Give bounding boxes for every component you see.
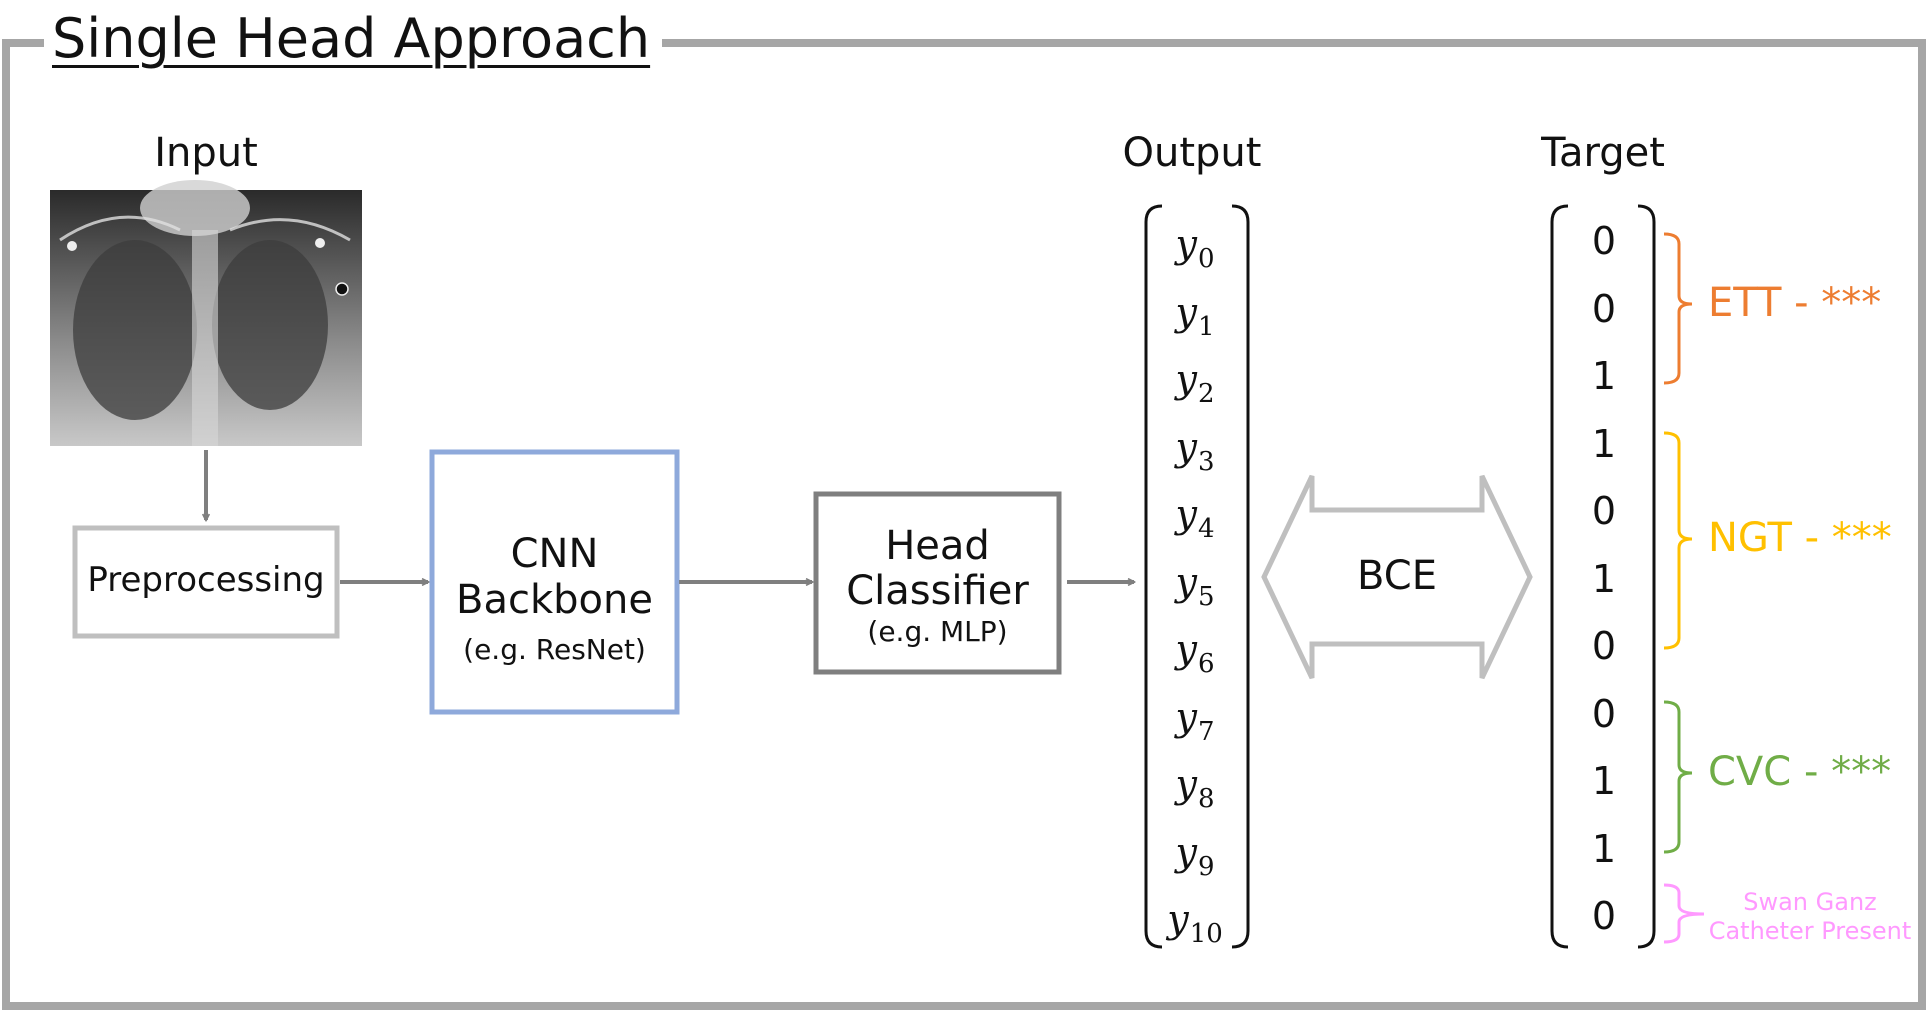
output-element: y9 — [1175, 833, 1214, 880]
outer-frame — [2, 39, 1926, 1010]
head-line1: Head — [885, 523, 990, 569]
output-index: 10 — [1189, 919, 1223, 949]
bce-label: BCE — [1357, 553, 1437, 599]
preprocessing-label: Preprocessing — [87, 560, 325, 600]
output-index: 2 — [1197, 379, 1215, 409]
target-value: 0 — [1591, 691, 1617, 736]
output-symbol: y — [1175, 357, 1197, 401]
chest-xray-image — [50, 180, 362, 446]
backbone-note: (e.g. ResNet) — [463, 633, 646, 666]
bce-double-arrow — [1261, 474, 1533, 680]
head-classifier-node: Head Classifier (e.g. MLP) — [816, 494, 1059, 672]
head-note: (e.g. MLP) — [867, 615, 1008, 648]
output-right-bracket — [1231, 204, 1250, 949]
head-classifier-box — [813, 491, 1062, 675]
target-value: 0 — [1591, 286, 1617, 331]
target-value: 0 — [1591, 894, 1617, 938]
cvc-brace — [1663, 700, 1693, 854]
preprocessing-node: Preprocessing — [75, 528, 337, 636]
head-line2: Classifier — [846, 568, 1029, 614]
output-symbol: y — [1175, 289, 1197, 334]
ngt-group-label: NGT - *** — [1708, 515, 1892, 561]
output-symbol: y — [1167, 897, 1189, 941]
cvc-group-label: CVC - *** — [1708, 749, 1892, 795]
output-symbol: y — [1175, 627, 1197, 671]
output-left-bracket — [1144, 204, 1163, 949]
target-value: 1 — [1591, 826, 1617, 871]
output-index: 7 — [1197, 716, 1215, 747]
output-element: y2 — [1175, 360, 1214, 407]
ngt-brace — [1663, 431, 1693, 650]
output-symbol: y — [1175, 559, 1197, 604]
output-symbol: y — [1175, 222, 1197, 266]
target-left-bracket — [1550, 204, 1569, 949]
output-element: y1 — [1175, 293, 1214, 340]
target-value: 1 — [1591, 354, 1617, 398]
output-index: 9 — [1197, 851, 1215, 882]
target-value: 0 — [1591, 489, 1617, 533]
input-heading: Input — [154, 130, 258, 176]
output-symbol: y — [1175, 829, 1197, 874]
output-index: 6 — [1197, 649, 1215, 679]
backbone-line2: Backbone — [456, 577, 653, 623]
swan-ganz-label-line2: Catheter Present — [1708, 917, 1912, 945]
output-symbol: y — [1175, 694, 1197, 739]
target-value: 0 — [1591, 624, 1617, 668]
cnn-backbone-box — [429, 449, 680, 715]
output-heading: Output — [1122, 130, 1262, 176]
output-symbol: y — [1175, 492, 1197, 536]
output-index: 0 — [1197, 244, 1215, 274]
ett-brace — [1663, 232, 1693, 385]
output-index: 5 — [1197, 581, 1215, 612]
target-right-bracket — [1637, 204, 1656, 949]
output-element: y0 — [1175, 225, 1214, 272]
output-index: 4 — [1197, 514, 1215, 544]
swan-ganz-brace — [1663, 883, 1705, 944]
target-value: 0 — [1591, 219, 1617, 263]
output-symbol: y — [1175, 424, 1197, 469]
output-element: y3 — [1175, 428, 1214, 475]
output-element: y8 — [1175, 765, 1214, 812]
diagram-title: Single Head Approach — [52, 12, 663, 66]
ett-group-label: ETT - *** — [1708, 280, 1882, 326]
output-element: y4 — [1175, 495, 1214, 542]
output-index: 3 — [1197, 446, 1215, 477]
target-value: 1 — [1591, 759, 1617, 803]
swan-ganz-label-line1: Swan Ganz — [1743, 888, 1877, 916]
output-element: y5 — [1175, 563, 1214, 610]
output-symbol: y — [1175, 762, 1197, 806]
target-value: 1 — [1591, 421, 1617, 466]
output-element: y6 — [1175, 630, 1214, 677]
backbone-line1: CNN — [510, 531, 599, 577]
target-value: 1 — [1591, 556, 1617, 601]
output-element: y10 — [1167, 900, 1223, 947]
target-heading: Target — [1541, 130, 1665, 176]
output-element: y7 — [1175, 698, 1214, 745]
cnn-backbone-node: CNN Backbone (e.g. ResNet) — [432, 452, 677, 712]
output-index: 8 — [1197, 784, 1215, 814]
output-index: 1 — [1197, 311, 1215, 342]
preprocessing-box — [72, 525, 340, 639]
